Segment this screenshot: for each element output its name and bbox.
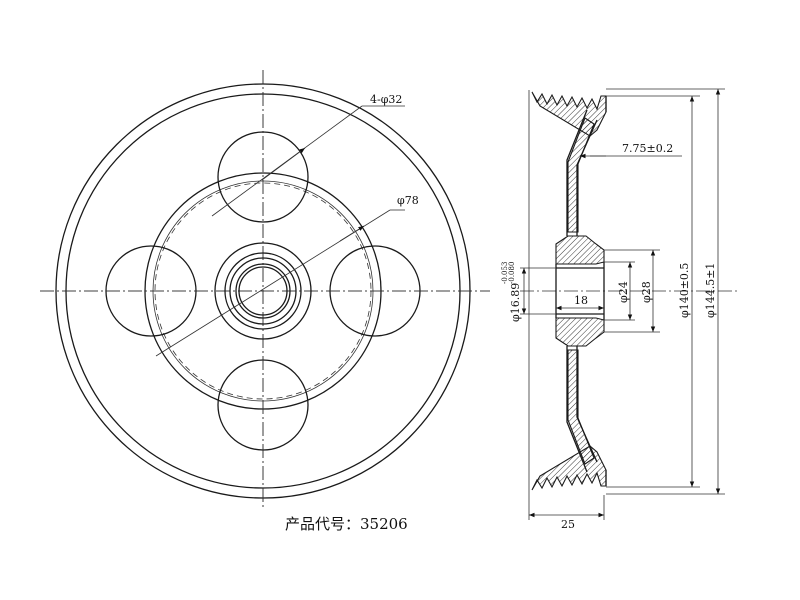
front-view: 4-φ32 φ78 bbox=[40, 70, 490, 510]
dim-width-label: 25 bbox=[561, 518, 575, 531]
dim-groove-depth-label: 7.75±0.2 bbox=[622, 142, 673, 155]
lower-web-section bbox=[567, 349, 595, 465]
bore-circle bbox=[238, 266, 288, 316]
hub-mid-circle bbox=[224, 252, 302, 330]
hub-inner-circle bbox=[229, 257, 297, 325]
bore-outer-circle bbox=[235, 263, 291, 319]
dim-bore-label: φ16.89 bbox=[509, 283, 522, 322]
dim-hub-outer-label: φ28 bbox=[640, 281, 653, 303]
upper-hub-section bbox=[555, 235, 605, 265]
pitch-leader-arrow bbox=[339, 225, 365, 242]
hole-leader-arrow bbox=[261, 147, 306, 181]
lower-hub-section bbox=[555, 317, 605, 347]
upper-groove-section bbox=[531, 91, 607, 137]
dim-hub-length-label: 18 bbox=[574, 294, 588, 307]
dim-bore-tol-lower: -0.080 bbox=[508, 262, 516, 284]
dim-hub-inner-label: φ24 bbox=[617, 281, 630, 303]
upper-web-section bbox=[567, 117, 595, 233]
product-code-caption: 产品代号：35206 bbox=[285, 515, 408, 533]
dim-outer-dia-label: φ144.5±1 bbox=[704, 263, 717, 318]
dim-bore-tol-upper: -0.053 bbox=[501, 262, 509, 284]
hole-callout-label: 4-φ32 bbox=[370, 93, 402, 106]
hub-outer-circle bbox=[214, 242, 312, 340]
pitch-circle-label: φ78 bbox=[397, 194, 419, 207]
lower-groove-section bbox=[531, 445, 607, 491]
section-view: φ144.5±1 φ140±0.5 φ28 φ24 7.75±0.2 18 φ1… bbox=[501, 88, 740, 531]
dim-groove-dia-label: φ140±0.5 bbox=[678, 263, 691, 318]
